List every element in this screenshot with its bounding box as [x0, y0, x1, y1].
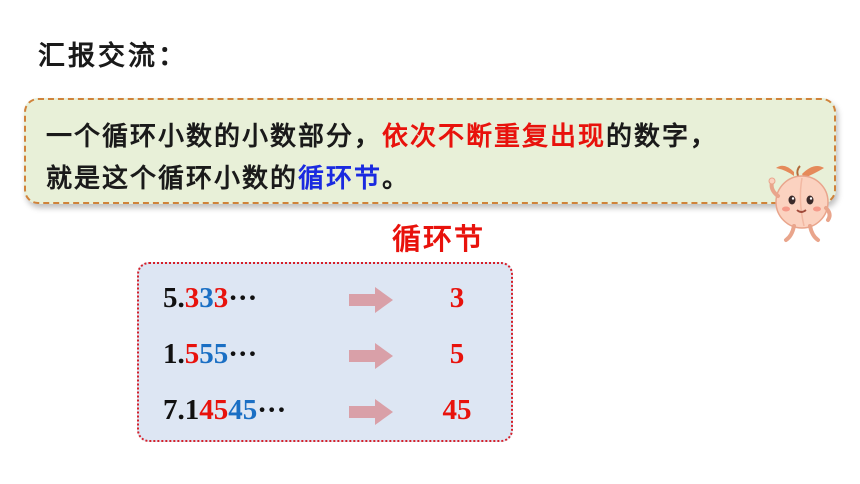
definition-highlight-term: 循环节: [298, 164, 383, 194]
section-heading: 汇报交流：: [38, 41, 188, 72]
repeating-digit: 5: [199, 338, 214, 370]
repeating-digit: 3: [184, 282, 200, 314]
repeating-decimal: 7.14545···: [163, 394, 286, 427]
right-arrow-icon: [349, 399, 393, 425]
repeating-decimal: 5.333···: [163, 282, 257, 315]
definition-text: 。: [382, 164, 411, 194]
right-arrow-icon: [349, 343, 393, 369]
repetend-label: 循环节: [392, 222, 486, 256]
peach-mascot-icon: [768, 165, 832, 242]
repetend-result: 45: [442, 394, 472, 426]
repeating-digit: 3: [199, 282, 214, 314]
decimal-prefix: 5.: [163, 282, 185, 314]
ellipsis: ···: [228, 282, 258, 314]
repeating-digit: 4: [228, 394, 243, 426]
definition-text: 的数字，: [606, 122, 719, 152]
repeating-digit: 5: [213, 338, 229, 370]
definition-line-1: 一个循环小数的小数部分，依次不断重复出现的数字，: [46, 116, 718, 153]
repetend-result: 5: [449, 338, 465, 370]
right-arrow-icon: [349, 287, 393, 313]
example-row: 7.14545··· 45: [139, 392, 511, 432]
decimal-prefix: 7.1: [163, 394, 200, 426]
repeating-digit: 5: [184, 338, 200, 370]
repetend-result: 3: [449, 282, 465, 314]
definition-line-2: 就是这个循环小数的循环节。: [46, 158, 410, 195]
repeating-digit: 5: [213, 394, 229, 426]
definition-box: 一个循环小数的小数部分，依次不断重复出现的数字， 就是这个循环小数的循环节。: [24, 98, 836, 204]
repeating-decimal: 1.555···: [163, 338, 257, 371]
ellipsis: ···: [228, 338, 258, 370]
definition-highlight-repeat: 依次不断重复出现: [382, 122, 607, 152]
decimal-prefix: 1.: [163, 338, 185, 370]
definition-text: 一个循环小数的小数部分，: [46, 122, 383, 152]
ellipsis: ···: [257, 394, 287, 426]
example-row: 5.333··· 3: [139, 280, 511, 320]
repeating-digit: 3: [213, 282, 229, 314]
repeating-digit: 4: [199, 394, 214, 426]
definition-text: 就是这个循环小数的: [46, 164, 299, 194]
examples-box: 5.333··· 3 1.555··· 5 7.14545··· 45: [137, 262, 513, 442]
example-row: 1.555··· 5: [139, 336, 511, 376]
repeating-digit: 5: [242, 394, 258, 426]
